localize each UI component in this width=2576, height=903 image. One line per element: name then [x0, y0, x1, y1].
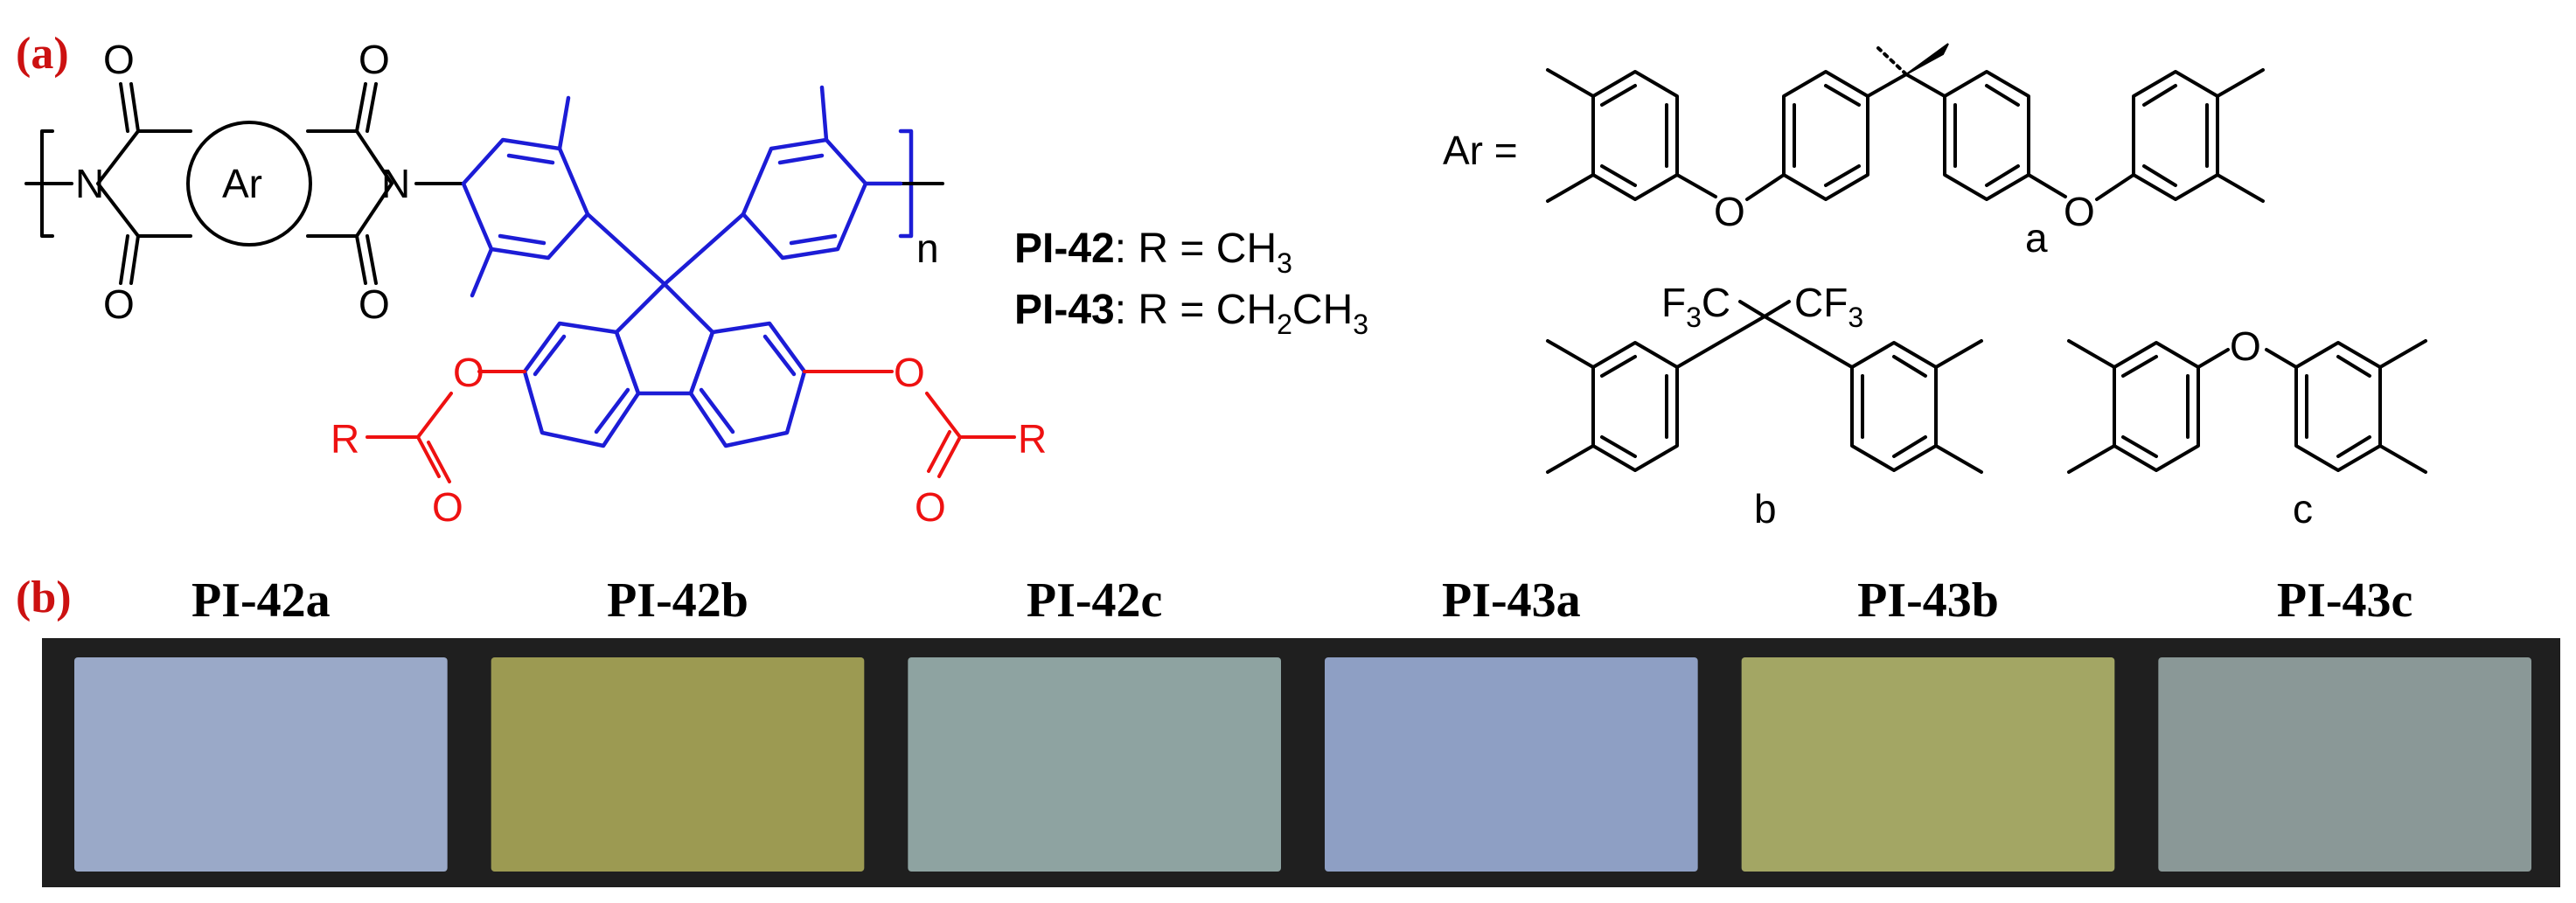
ar-label-c: c	[2293, 486, 2313, 531]
oxygen-bottom-right: O	[359, 281, 390, 327]
ether-oxygen-c: O	[2230, 323, 2261, 369]
film-sample-pi-42b	[491, 657, 865, 872]
ar-equals-label: Ar =	[1443, 128, 1518, 173]
fluorene-right-ring	[688, 321, 807, 448]
ester-oxygen-left: O	[453, 350, 484, 395]
film-strip-background	[42, 638, 2560, 887]
r-group-left: R	[331, 416, 359, 462]
carbonyl-oxygen-right: O	[915, 484, 946, 530]
fluorene-left-ring	[522, 321, 641, 448]
variant-pi-42: PI-42: R = CH3	[1014, 226, 1292, 279]
ar-structure-b: F3C CF3 b	[1546, 280, 1983, 531]
ether-oxygen-a-right: O	[2064, 189, 2095, 234]
ester-oxygen-right: O	[894, 350, 925, 395]
ar-label-a: a	[2025, 215, 2048, 260]
variant-definitions: PI-42: R = CH3 PI-43: R = CH2CH3	[1014, 226, 1368, 340]
film-sample-pi-42a	[74, 657, 448, 872]
right-imide-ring	[306, 129, 393, 238]
oxygen-top-right: O	[359, 37, 390, 82]
film-label-pi-42c: PI-42c	[1027, 573, 1163, 628]
film-label-pi-43b: PI-43b	[1857, 573, 1999, 628]
film-label-pi-42b: PI-42b	[607, 573, 748, 628]
film-sample-pi-43c	[2158, 657, 2531, 872]
polyimide-structure: n N O O Ar N O O	[24, 37, 1047, 530]
carbonyl-oxygen-left: O	[432, 484, 463, 530]
oxygen-top-left: O	[103, 37, 135, 82]
left-imide-n: N	[75, 161, 104, 206]
panel-b-label: (b)	[16, 573, 72, 622]
ar-structure-c: O c	[2067, 323, 2427, 531]
cf3-left-label: F3C	[1661, 280, 1730, 333]
ar-core-circle	[186, 121, 312, 247]
oxygen-bottom-left: O	[103, 281, 135, 327]
film-sample-pi-43a	[1325, 657, 1698, 872]
film-labels: PI-42a PI-42b PI-42c PI-43a PI-43b PI-43c	[191, 573, 2412, 628]
variant-pi-43: PI-43: R = CH2CH3	[1014, 287, 1368, 340]
left-imide-ring	[96, 129, 192, 238]
film-label-pi-42a: PI-42a	[191, 573, 331, 628]
film-label-pi-43a: PI-43a	[1442, 573, 1581, 628]
cf3-right-label: CF3	[1794, 280, 1863, 333]
r-group-right: R	[1018, 416, 1047, 462]
fluorene-five-ring	[614, 281, 715, 396]
film-label-pi-43c: PI-43c	[2277, 573, 2413, 628]
panel-a-label: (a)	[16, 29, 69, 79]
film-sample-pi-43b	[1741, 657, 2115, 872]
ar-structures: Ar = O O	[1443, 43, 2427, 531]
film-sample-pi-42c	[908, 657, 1281, 872]
ar-structure-a: O O a	[1546, 43, 2265, 260]
ar-label-b: b	[1754, 486, 1777, 531]
right-imide-n: N	[381, 161, 410, 206]
ar-core-label: Ar	[222, 161, 262, 206]
film-samples	[74, 657, 2531, 872]
ether-oxygen-a-left: O	[1714, 189, 1745, 234]
repeat-n: n	[916, 226, 939, 271]
